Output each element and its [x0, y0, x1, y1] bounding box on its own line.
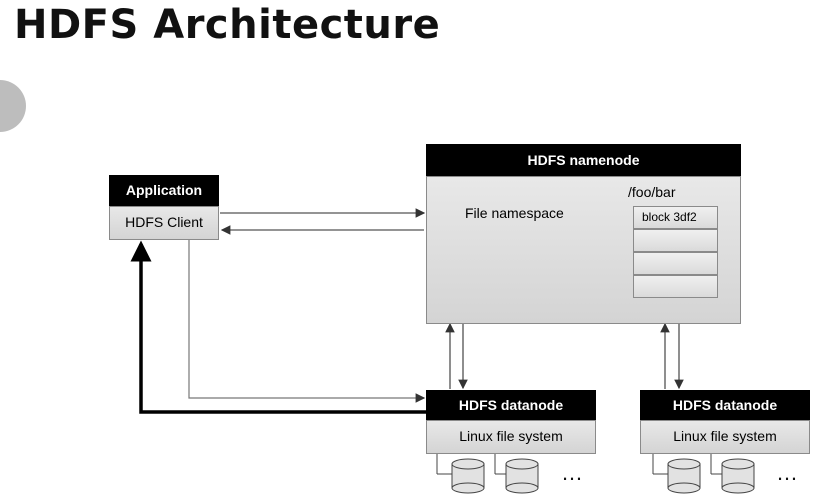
datanode-header: HDFS datanode [426, 390, 596, 420]
datanode2-disks [652, 452, 755, 494]
linux-fs-label: Linux file system [640, 420, 810, 454]
page-title: HDFS Architecture [14, 2, 441, 48]
linux-fs-label: Linux file system [426, 420, 596, 454]
datanode-header: HDFS datanode [640, 390, 810, 420]
datanode-to-client-data-arrow [130, 240, 426, 414]
client-to-datanode-arrow [188, 238, 426, 403]
block-entry [633, 229, 718, 252]
file-path-label: /foo/bar [628, 184, 676, 200]
datanode-box: HDFS datanode Linux file system [426, 390, 596, 454]
datanode1-disks [436, 452, 539, 494]
hdfs-client-label: HDFS Client [109, 206, 219, 240]
application-header: Application [109, 175, 219, 206]
application-box: Application HDFS Client [109, 175, 219, 240]
block-entry: block 3df2 [633, 206, 718, 229]
datanode-box: HDFS datanode Linux file system [640, 390, 810, 454]
more-disks-indicator: … [776, 460, 800, 485]
namenode-header: HDFS namenode [426, 144, 741, 176]
file-namespace-label: File namespace [465, 205, 564, 221]
more-disks-indicator: … [561, 460, 585, 485]
block-entry [633, 252, 718, 275]
block-entry [633, 275, 718, 298]
